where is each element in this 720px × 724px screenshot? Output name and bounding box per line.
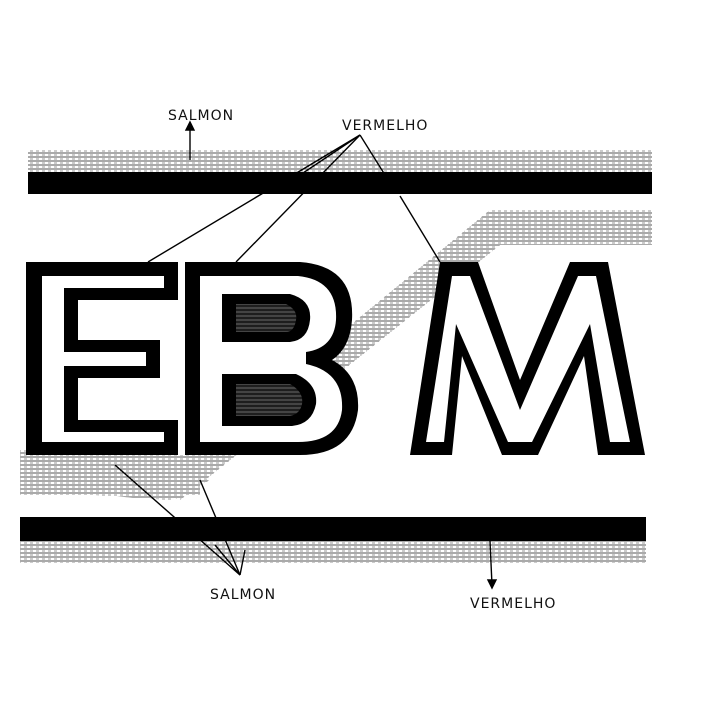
top-salmon-band bbox=[28, 150, 652, 174]
bottom-salmon-leaders bbox=[114, 464, 246, 576]
bottom-salmon-label: SALMON bbox=[210, 587, 276, 603]
top-vermelho-leaders bbox=[147, 134, 441, 263]
diagonal-shadow-band bbox=[150, 210, 652, 500]
bottom-salmon-band bbox=[20, 541, 646, 563]
lower-hatched-band bbox=[20, 455, 200, 495]
bottom-vermelho-label: VERMELHO bbox=[470, 596, 556, 612]
top-salmon-label: SALMON bbox=[168, 108, 234, 124]
top-salmon-leader bbox=[184, 120, 196, 160]
letter-b bbox=[185, 262, 359, 455]
letter-m bbox=[410, 262, 645, 455]
letter-e bbox=[26, 262, 178, 455]
bottom-red-stripe bbox=[20, 517, 646, 541]
bottom-vermelho-leader bbox=[486, 540, 498, 590]
top-red-stripe bbox=[28, 172, 652, 194]
top-vermelho-label: VERMELHO bbox=[342, 118, 428, 134]
